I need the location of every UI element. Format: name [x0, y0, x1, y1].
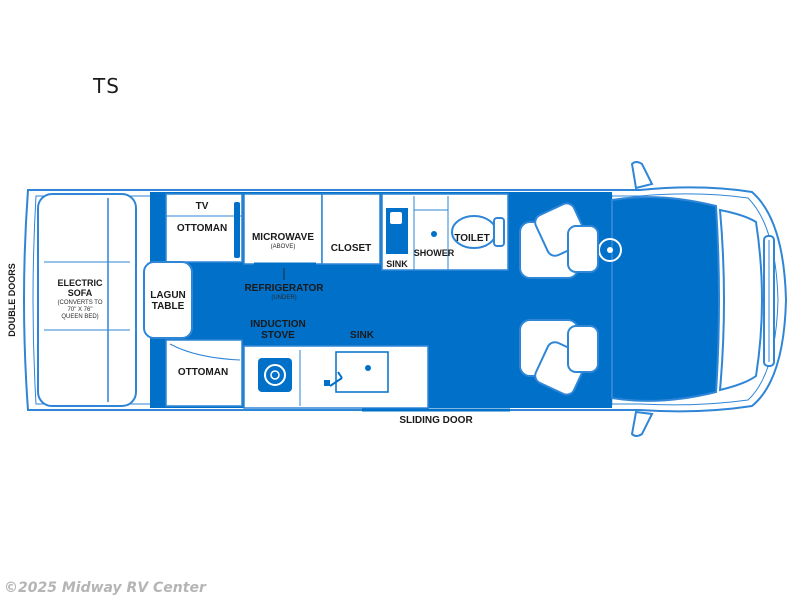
passenger-mirror	[630, 161, 654, 190]
lagun-table	[143, 261, 193, 339]
sofa-note-line2: 70" X 76"	[68, 307, 93, 313]
electric-sofa-label-line1: ELECTRIC	[58, 278, 104, 288]
driver-seat	[519, 319, 599, 396]
kitchen-faucet	[329, 371, 343, 387]
kitchen-sink	[335, 351, 389, 393]
sofa-note-line3: QUEEN BED)	[61, 314, 98, 320]
induction-stove-label-line1: INDUCTION	[250, 319, 306, 330]
floorplan-model-title: TS	[93, 74, 120, 98]
refrigerator-label: REFRIGERATOR	[244, 283, 324, 294]
kitchen-sink-label: SINK	[350, 330, 375, 341]
toilet-label: TOILET	[454, 233, 489, 244]
sliding-door-label: SLIDING DOOR	[399, 415, 473, 426]
van-body-inner-outline	[32, 193, 779, 406]
shower-label: SHOWER	[414, 248, 455, 258]
closet-label: CLOSET	[331, 243, 372, 254]
toilet	[451, 215, 505, 249]
tv-label: TV	[196, 201, 209, 212]
ottoman-bottom-label: OTTOMAN	[178, 367, 228, 378]
ottoman-bottom	[165, 339, 243, 407]
ottoman-top	[165, 193, 243, 263]
windshield	[718, 208, 763, 392]
sofa-note-line1: (CONVERTS TO	[57, 300, 102, 306]
cab-dashboard	[611, 196, 720, 402]
electric-sofa-label-line2: SOFA	[68, 288, 93, 298]
tv-panel	[234, 202, 240, 258]
driver-mirror	[630, 410, 654, 437]
microwave-note: (ABOVE)	[271, 244, 296, 250]
induction-stove-label-line2: STOVE	[261, 330, 295, 341]
ottoman-top-label: OTTOMAN	[177, 223, 227, 234]
shower-drain	[431, 231, 437, 237]
refrigerator-note: (UNDER)	[271, 295, 296, 301]
microwave-label: MICROWAVE	[252, 232, 314, 243]
closet	[321, 193, 381, 265]
lagun-table-label-line1: LAGUN	[150, 290, 186, 301]
induction-stove	[258, 358, 292, 392]
bathroom-sink-label: SINK	[386, 259, 408, 269]
copyright-watermark: ©2025 Midway RV Center	[4, 580, 206, 596]
double-doors-label: DOUBLE DOORS	[7, 263, 17, 337]
electric-sofa	[37, 193, 137, 407]
passenger-seat	[519, 202, 599, 279]
lagun-table-label-line2: TABLE	[152, 301, 185, 312]
microwave-cabinet	[243, 193, 323, 265]
